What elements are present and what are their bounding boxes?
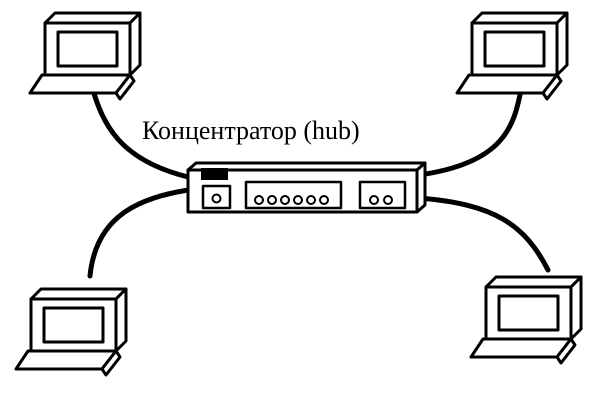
hub-device bbox=[186, 161, 427, 214]
monitor-icon bbox=[14, 287, 128, 377]
cable-top-right bbox=[416, 87, 524, 178]
monitor-icon bbox=[455, 11, 569, 101]
hub-uplink-panel bbox=[358, 180, 407, 210]
hub-display bbox=[201, 168, 228, 180]
cable-top-left bbox=[89, 84, 191, 180]
monitor-icon bbox=[469, 275, 583, 365]
computer-bottom-right bbox=[469, 275, 583, 365]
cable-bottom-left bbox=[87, 187, 191, 279]
hub-uplink-ports bbox=[369, 195, 393, 205]
hub-ports bbox=[254, 195, 329, 205]
cables bbox=[87, 84, 551, 279]
hub-device-icon bbox=[186, 161, 427, 214]
hub-label: Концентратор (hub) bbox=[142, 116, 360, 145]
computer-top-left bbox=[28, 11, 142, 101]
computer-top-right bbox=[455, 11, 569, 101]
computer-bottom-left bbox=[14, 287, 128, 377]
monitor-icon bbox=[28, 11, 142, 101]
cable-bottom-right bbox=[416, 195, 551, 273]
